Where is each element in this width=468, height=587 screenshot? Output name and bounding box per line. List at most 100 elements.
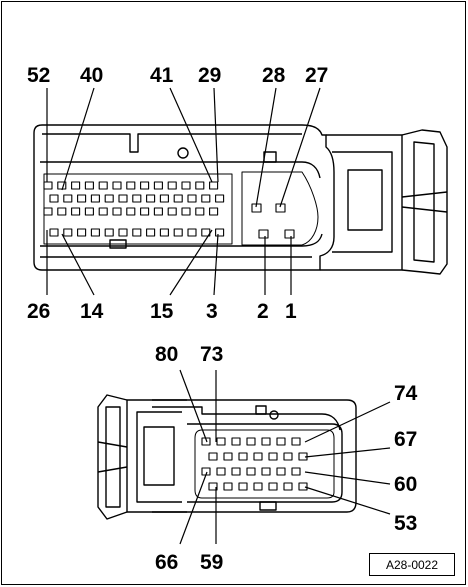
- upper-housing-rail: [40, 233, 323, 247]
- pin-cavity: [159, 194, 169, 203]
- pin-label: 41: [150, 64, 174, 87]
- pin-cavity: [195, 207, 205, 216]
- pin-cavity: [126, 181, 136, 190]
- leader-line: [279, 87, 321, 208]
- pin-cavity: [187, 228, 197, 237]
- pin-cavity: [167, 181, 177, 190]
- pin-cavity: [216, 437, 226, 446]
- upper-pin-field: [43, 173, 233, 245]
- pin-label: 73: [200, 343, 223, 366]
- pin-cavity: [253, 452, 263, 461]
- pin-cavity: [90, 228, 100, 237]
- upper-power-pin-field: [241, 171, 319, 246]
- upper-housing-rail: [42, 133, 302, 153]
- pin-cavity: [216, 467, 226, 476]
- pin-cavity: [238, 452, 248, 461]
- pin-cavity: [118, 194, 128, 203]
- pin-cavity: [84, 207, 94, 216]
- upper-connector: [33, 124, 448, 275]
- pin-label: 1: [285, 300, 297, 323]
- leader-line: [304, 486, 391, 515]
- pin-label: 28: [262, 64, 286, 87]
- pin-cavity: [57, 207, 67, 216]
- upper-housing-rail: [40, 161, 321, 179]
- pin-cavity: [159, 228, 169, 237]
- lower-bottom-labels: 66 59: [155, 551, 223, 574]
- pin-cavity: [261, 437, 271, 446]
- upper-pin-group: [43, 181, 295, 239]
- pin-label: 60: [394, 473, 417, 496]
- lower-latch-body: [126, 399, 187, 513]
- pin-cavity: [132, 194, 142, 203]
- pin-label: 26: [27, 300, 50, 323]
- pin-cavity: [146, 228, 156, 237]
- leader-line: [255, 87, 277, 208]
- pin-cavity: [231, 467, 241, 476]
- upper-latch-body: [320, 134, 403, 271]
- lower-leader-lines: [179, 369, 391, 545]
- lower-latch-body: [136, 411, 182, 503]
- pin-label: 59: [200, 551, 223, 574]
- pin-cavity: [253, 482, 263, 491]
- pin-cavity: [208, 452, 218, 461]
- pin-cavity: [43, 207, 53, 216]
- pin-cavity: [104, 228, 114, 237]
- pin-cavity: [258, 229, 269, 239]
- pin-cavity: [291, 467, 301, 476]
- upper-latch-arm: [401, 129, 448, 275]
- leader-line: [169, 87, 213, 183]
- leader-line: [304, 471, 391, 485]
- pin-cavity: [181, 181, 191, 190]
- upper-top-labels: 52 40 41 29 28 27: [27, 64, 328, 87]
- pin-cavity: [153, 207, 163, 216]
- pin-cavity: [283, 482, 293, 491]
- pin-cavity: [187, 194, 197, 203]
- pin-cavity: [181, 207, 191, 216]
- upper-housing-notch: [177, 147, 189, 159]
- pin-cavity: [238, 482, 248, 491]
- pin-cavity: [71, 181, 81, 190]
- pin-cavity: [268, 452, 278, 461]
- pin-cavity: [118, 228, 128, 237]
- pin-label: 40: [80, 64, 103, 87]
- pin-cavity: [215, 194, 225, 203]
- upper-housing-tab: [263, 151, 277, 163]
- pin-cavity: [63, 194, 73, 203]
- pin-cavity: [98, 181, 108, 190]
- leader-line: [179, 471, 208, 545]
- pin-label: 80: [155, 343, 178, 366]
- pin-cavity: [77, 228, 87, 237]
- pin-cavity: [43, 181, 53, 190]
- pin-cavity: [298, 482, 308, 491]
- pin-cavity: [209, 181, 219, 190]
- pin-cavity: [276, 467, 286, 476]
- lower-latch-arm: [97, 441, 128, 473]
- pin-cavity: [261, 467, 271, 476]
- lower-top-labels: 80 73: [155, 343, 223, 366]
- lower-housing-tab: [259, 501, 277, 511]
- figure-id-text: A28-0022: [385, 557, 439, 572]
- pin-cavity: [209, 207, 219, 216]
- pin-cavity: [246, 467, 256, 476]
- pin-cavity: [173, 228, 183, 237]
- lower-housing-notch: [269, 410, 279, 420]
- pin-cavity: [195, 181, 205, 190]
- pin-label: 27: [305, 64, 328, 87]
- pin-cavity: [77, 194, 87, 203]
- leader-line: [179, 369, 208, 443]
- pin-label: 66: [155, 551, 178, 574]
- leader-line: [304, 401, 391, 443]
- pin-cavity: [153, 181, 163, 190]
- lower-latch-arm: [97, 394, 128, 520]
- pin-cavity: [112, 207, 122, 216]
- pin-cavity: [112, 181, 122, 190]
- pin-cavity: [71, 207, 81, 216]
- leader-line: [61, 87, 95, 191]
- upper-bottom-labels: 26 14 15 3 2 1: [27, 300, 297, 323]
- upper-latch-arm: [413, 141, 435, 263]
- pin-label: 3: [206, 300, 218, 323]
- pin-label: 67: [394, 428, 417, 451]
- pin-cavity: [268, 482, 278, 491]
- pin-cavity: [208, 482, 218, 491]
